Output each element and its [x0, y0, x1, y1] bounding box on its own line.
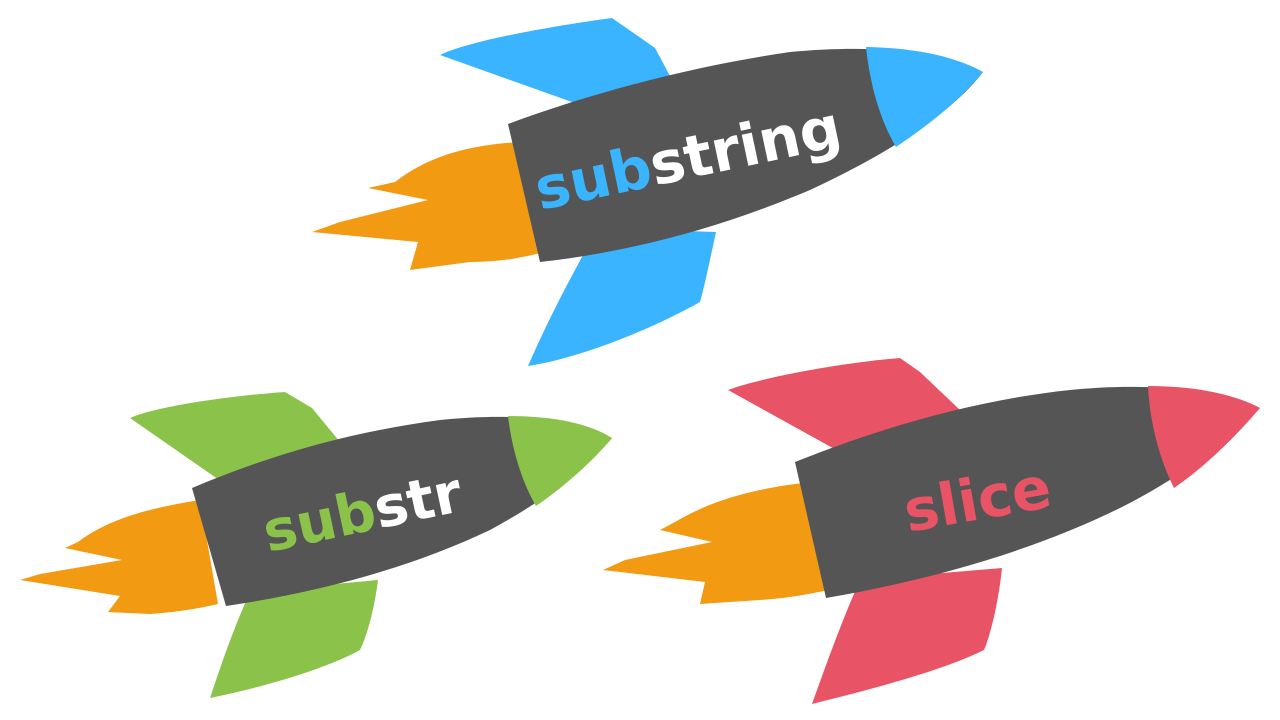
rocket-substring: substring [312, 18, 983, 366]
rocket-slice: slice [603, 358, 1260, 704]
rocket-substr-lower-fin [210, 580, 378, 698]
rocket-substring-body [508, 48, 983, 262]
rocket-slice-lower-fin [812, 568, 1002, 704]
rocket-substring-lower-fin [528, 228, 716, 366]
rocket-slice-body [795, 386, 1260, 598]
rocket-substr: substr [20, 392, 612, 698]
rocket-substring-flame [312, 142, 545, 270]
rocket-substr-nose [508, 416, 612, 506]
rocket-substr-body [192, 416, 612, 606]
rocket-substr-flame [20, 500, 218, 614]
rocket-slice-flame [603, 482, 828, 604]
rocket-slice-nose [1148, 386, 1260, 488]
rocket-substring-nose [866, 47, 983, 147]
